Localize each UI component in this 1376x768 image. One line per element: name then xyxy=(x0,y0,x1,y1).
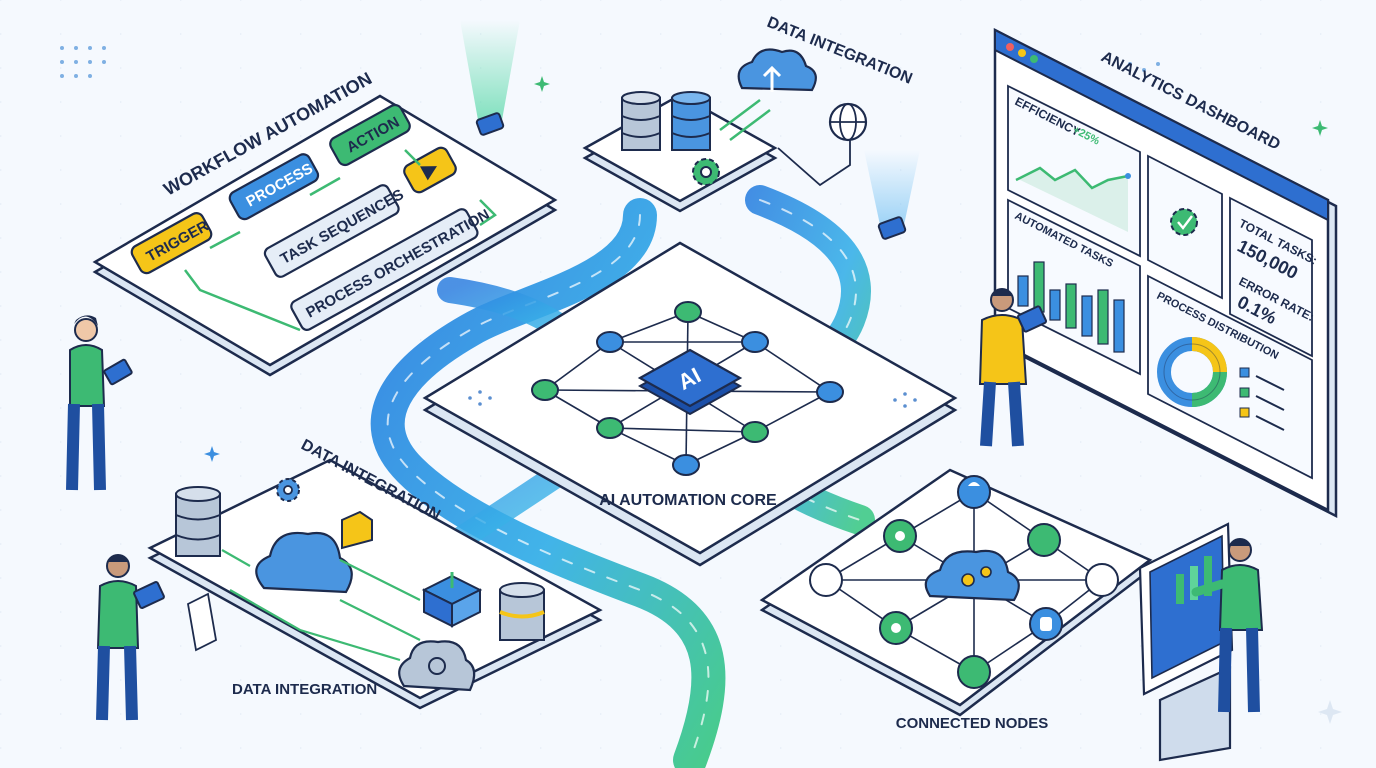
database-icon xyxy=(621,91,661,151)
nodes-title: CONNECTED NODES xyxy=(896,715,1049,732)
person-man-tablet-dashboard xyxy=(978,288,1048,447)
ai-automation-core-platform: AI AI AUTOMATION CORE xyxy=(422,241,958,567)
person-woman-tablet xyxy=(66,315,133,491)
core-title: AI AUTOMATION CORE xyxy=(599,492,777,509)
ai-chip: AI xyxy=(637,348,743,416)
connected-nodes-platform: CONNECTED NODES xyxy=(759,468,1153,732)
workflow-automation-platform: WORKFLOW AUTOMATION TRIGGER PROCESS ACTI… xyxy=(92,68,558,377)
database-icon xyxy=(671,91,711,151)
cloud-icon xyxy=(255,531,353,594)
person-man-kiosk xyxy=(1191,538,1264,713)
sensor-node-icon xyxy=(1085,563,1119,597)
check-icon xyxy=(1177,215,1193,230)
touch-kiosk xyxy=(1138,522,1234,762)
efficiency-line xyxy=(1015,166,1129,190)
decorative-dots xyxy=(468,390,917,408)
top-data-integration-platform: DATA INTEGRATION xyxy=(582,14,915,213)
integration-connectors xyxy=(221,549,421,662)
node-glyphs xyxy=(891,482,1052,633)
donut-legend xyxy=(1239,367,1285,431)
central-cloud-icon xyxy=(924,549,1020,602)
cloud-sync-icon xyxy=(398,640,476,692)
gear-icon xyxy=(692,158,720,186)
automated-tasks-bars xyxy=(1017,261,1125,353)
light-beams xyxy=(460,20,920,240)
ai-network-nodes xyxy=(531,301,844,476)
play-step xyxy=(403,146,457,194)
workflow-connectors xyxy=(184,149,497,332)
left-data-integration-platform: DATA INTEGRATION xyxy=(147,437,603,710)
database-icon xyxy=(175,486,221,557)
globe-icon xyxy=(828,102,868,142)
trigger-step: TRIGGER xyxy=(130,212,213,275)
rocket-node-icon xyxy=(1027,523,1061,557)
network-node-icon xyxy=(809,563,843,597)
analytics-dashboard: ANALYTICS DASHBOARD EFFICIENCY +25% TOTA… xyxy=(993,27,1338,519)
database-icon xyxy=(499,582,545,641)
document-icon xyxy=(186,592,218,652)
person-man-tablet-left xyxy=(96,554,218,721)
box-icon xyxy=(421,572,483,628)
cloud-node-icon xyxy=(957,475,991,509)
rocket-node-icon xyxy=(957,655,991,689)
play-icon xyxy=(419,166,437,181)
process-distribution-card: PROCESS DISTRIBUTION xyxy=(1147,274,1313,480)
gear-icon xyxy=(1170,208,1198,236)
cloud-upload-icon xyxy=(737,48,817,92)
process-distribution-donut xyxy=(1157,337,1227,407)
gear-icon xyxy=(276,478,300,502)
folder-icon xyxy=(341,510,373,550)
status-card xyxy=(1147,154,1223,300)
left-integration-bottom-label: DATA INTEGRATION xyxy=(232,681,377,698)
sparkle-decorations xyxy=(204,76,1342,724)
